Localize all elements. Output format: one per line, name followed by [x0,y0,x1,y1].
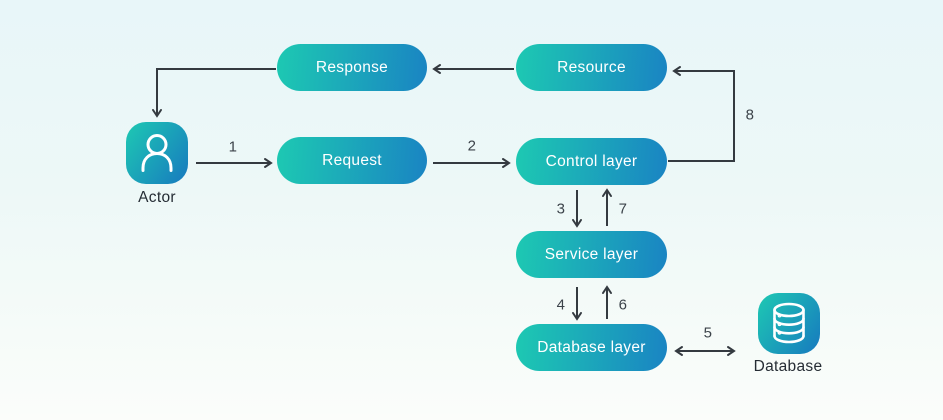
node-request: Request [277,137,427,184]
step-label-7: 7 [618,200,628,218]
node-request-label: Request [322,151,382,169]
actor-label: Actor [138,189,176,206]
database-label: Database [753,358,823,375]
step-label-5: 5 [703,324,713,342]
step-label-4: 4 [556,296,566,314]
database-tile [758,293,820,354]
person-icon [141,134,173,172]
step-label-6: 6 [618,296,628,314]
step-label-3: 3 [556,200,566,218]
node-service-layer: Service layer [516,231,667,278]
step-label-1: 1 [228,138,238,156]
node-service-layer-label: Service layer [544,245,639,263]
node-control-layer: Control layer [516,138,667,185]
node-response: Response [277,44,427,91]
node-response-label: Response [315,58,389,76]
node-database-layer-label: Database layer [537,338,646,356]
node-resource: Resource [516,44,667,91]
edge-response-to-actor [152,68,276,118]
edge-control-to-resource [668,66,735,162]
node-resource-label: Resource [557,58,626,76]
database-cylinder-icon [773,302,805,344]
step-label-8: 8 [745,106,755,124]
step-label-2: 2 [467,137,477,155]
node-database-layer: Database layer [516,324,667,371]
actor-tile [126,122,188,184]
node-control-layer-label: Control layer [545,152,638,170]
